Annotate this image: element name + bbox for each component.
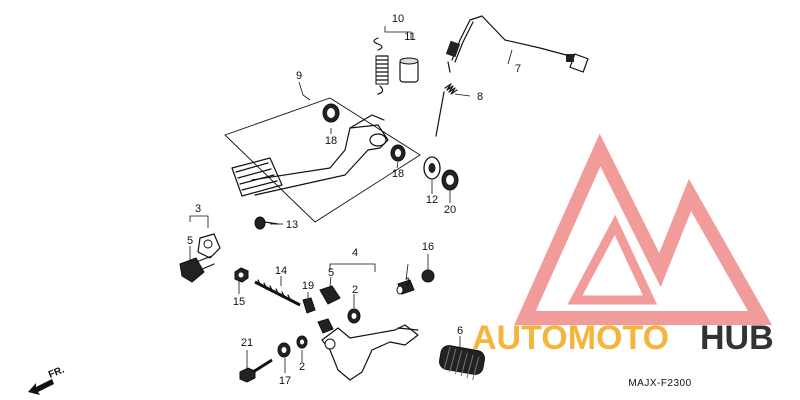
callout-5b: 5 [328, 267, 334, 279]
callout-15: 15 [233, 296, 245, 308]
front-label: FR. [47, 364, 66, 380]
callout-13: 13 [286, 219, 298, 231]
callout-6: 6 [457, 325, 463, 337]
callout-labels: 1 2 2 3 4 5 5 6 7 8 9 10 11 12 13 14 15 … [187, 13, 521, 387]
spring-8 [435, 83, 458, 137]
nut-20 [441, 169, 459, 191]
callout-20: 20 [444, 204, 456, 216]
nut-15 [234, 267, 249, 283]
callout-1: 1 [405, 276, 411, 288]
spring-10 [373, 26, 412, 95]
rubber-6 [439, 345, 485, 381]
callout-19: 19 [302, 280, 314, 292]
callout-9: 9 [296, 70, 302, 82]
callout-18b: 18 [392, 168, 404, 180]
washer-17 [277, 342, 291, 358]
callout-21: 21 [241, 337, 253, 349]
shift-arm-4 [317, 263, 419, 381]
brake-switch-7 [445, 15, 589, 73]
callout-4: 4 [352, 247, 358, 259]
watermark-logo [514, 133, 773, 325]
sleeve-11 [399, 57, 419, 83]
callout-11: 11 [404, 31, 415, 43]
callout-7: 7 [515, 63, 521, 75]
joint-3 [179, 215, 221, 283]
front-marker: FR. [28, 364, 66, 395]
callout-2b: 2 [299, 361, 305, 373]
callout-17: 17 [279, 375, 291, 387]
brake-pedal-assembly [224, 97, 421, 223]
callout-3: 3 [195, 203, 201, 215]
callout-5a: 5 [187, 235, 193, 247]
washer-12 [423, 156, 441, 180]
callout-12: 12 [426, 194, 438, 206]
callout-2a: 2 [352, 284, 358, 296]
diagram-code: MAJX-F2300 [628, 378, 691, 389]
watermark-brand-part2: HUB [700, 319, 774, 357]
callout-8: 8 [477, 91, 483, 103]
watermark-text: AUTOMOTO HUB [472, 319, 774, 357]
washer-2a [347, 308, 361, 324]
bolt-1 [396, 279, 415, 295]
watermark-brand-part1: AUTOMOTO [472, 319, 669, 357]
nut-16 [421, 269, 435, 283]
callout-10: 10 [392, 13, 404, 25]
callout-14: 14 [275, 265, 287, 277]
rod-14 [254, 279, 301, 308]
bolt-21 [239, 358, 273, 383]
callout-18a: 18 [325, 135, 337, 147]
washer-2b [296, 335, 308, 349]
assembly-box-9 [224, 97, 421, 223]
leader-lines [189, 49, 513, 373]
pin-19 [302, 297, 316, 314]
front-arrow-icon [28, 379, 54, 395]
bolt-13 [254, 216, 279, 230]
callout-16: 16 [422, 241, 434, 253]
